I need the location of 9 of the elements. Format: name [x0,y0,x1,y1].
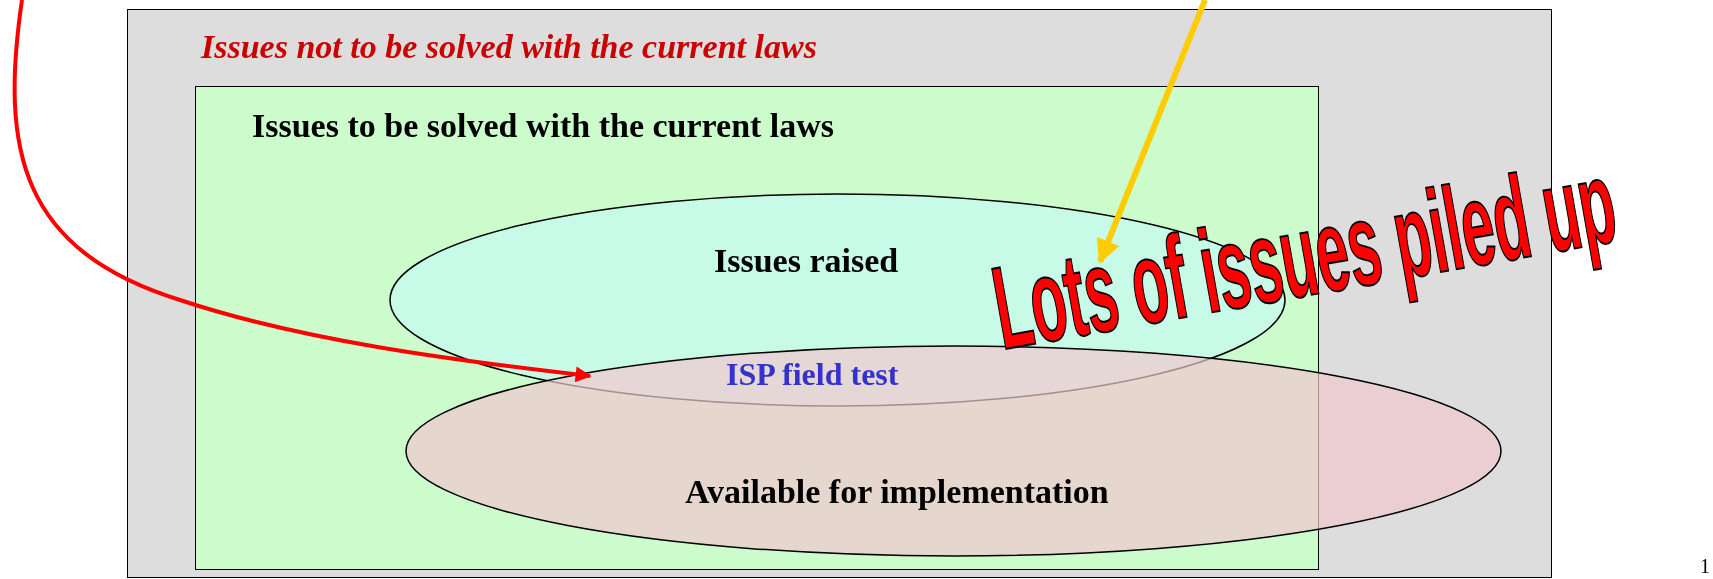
arrow [1097,0,1208,264]
set-label: Available for implementation [685,473,1109,511]
arrow [12,0,592,383]
region-heading: Issues not to be solved with the current laws [201,28,817,66]
set-label: Issues raised [714,242,899,280]
region-heading: Issues to be solved with the current laws [252,107,835,145]
page-number: 1 [1700,556,1710,576]
slanted-banner-text: Lots of issues piled up [984,141,1624,368]
overlap-label: ISP field test [726,356,899,393]
